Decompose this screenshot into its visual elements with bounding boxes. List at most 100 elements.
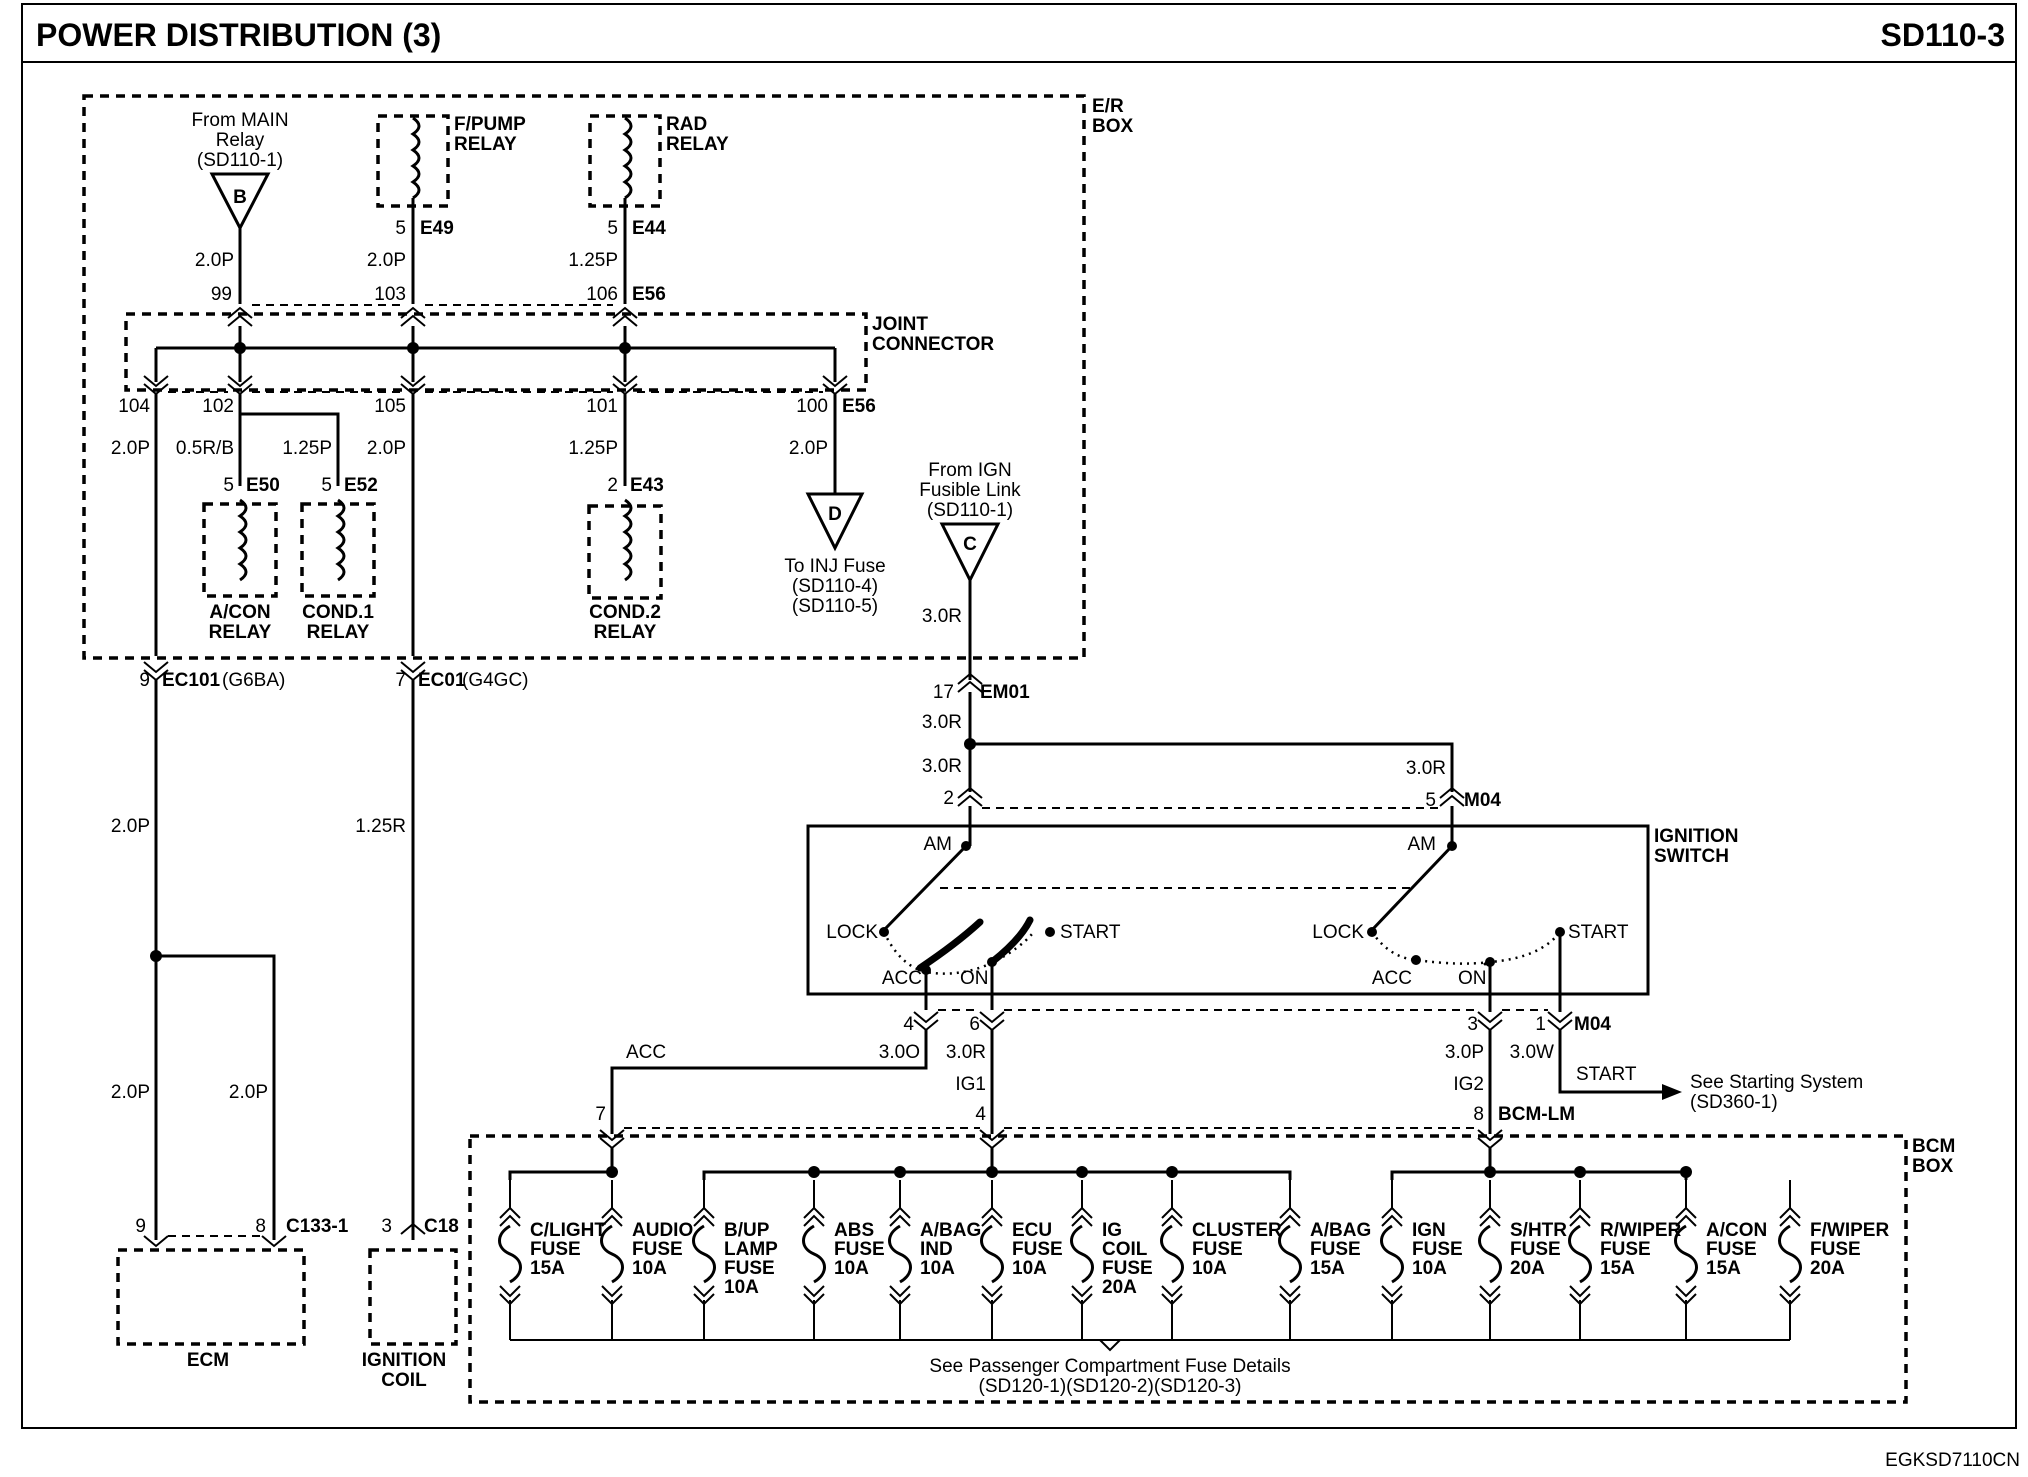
- fuse-bottom-terminal: [693, 1285, 715, 1340]
- cond2-relay-coil: [622, 498, 633, 582]
- wire-102: [238, 394, 340, 486]
- fuse-9-label-3: 15A: [1310, 1258, 1345, 1279]
- wire-ecm-8: [156, 954, 276, 1240]
- starting-system-line-2: (SD360-1): [1690, 1092, 1778, 1113]
- ecm-box: [116, 1248, 306, 1346]
- connector-chevron-ig2: [1477, 1011, 1503, 1032]
- connector-chevron-start: [1547, 1011, 1573, 1032]
- fuse-top-terminal: [803, 1180, 825, 1227]
- fuse-2-label-2: FUSE: [632, 1239, 683, 1260]
- pin-8-c133: 8: [255, 1216, 266, 1237]
- wire-106-spec: 1.25P: [568, 250, 618, 271]
- ignition-switch-label-1: IGNITION: [1654, 826, 1738, 847]
- pin-2-e43: 2: [607, 475, 618, 496]
- source-d-letter: D: [828, 504, 842, 525]
- fuse-2-label-3: 10A: [632, 1258, 667, 1279]
- acon-relay-coil: [237, 498, 248, 582]
- fuse-element-icon: [1674, 1224, 1698, 1284]
- switch2-lock: LOCK: [1312, 922, 1364, 943]
- switch1-start-node: [1045, 927, 1055, 937]
- pin-8-bcm: 8: [1473, 1104, 1484, 1125]
- wire-ignition-coil-spec: 1.25R: [355, 816, 406, 837]
- fuse-3-label-4: 10A: [724, 1277, 759, 1298]
- wire-ecm-spec-1: 2.0P: [111, 816, 150, 837]
- fuse-group: C/LIGHTFUSE15AAUDIOFUSE10AB/UPLAMPFUSE10…: [498, 1166, 1889, 1340]
- source-b-triangle: [209, 172, 271, 232]
- fuse-1-label-3: 15A: [530, 1258, 565, 1279]
- connector-chevron-ecm-9: [143, 1235, 169, 1248]
- fuse-top-terminal: [601, 1180, 623, 1227]
- fuse-element-icon: [888, 1224, 912, 1284]
- connector-e44: E44: [632, 218, 666, 239]
- joint-connector-box: [124, 312, 868, 392]
- fuse-7-label-2: COIL: [1102, 1239, 1148, 1260]
- pin-4-bcm: 4: [975, 1104, 986, 1125]
- fuse-element-icon: [1160, 1224, 1184, 1284]
- connector-chevron-99: [227, 306, 253, 327]
- connector-chevron-103: [400, 306, 426, 327]
- pin-17-em01: 17: [933, 682, 954, 703]
- pin-3-m04: 3: [1467, 1014, 1478, 1035]
- connector-m04-bottom: M04: [1574, 1014, 1611, 1035]
- switch1-outputs: [924, 962, 994, 1010]
- joint-bus-outputs: [154, 348, 837, 382]
- joint-connector-label-2: CONNECTOR: [872, 334, 994, 355]
- fuse-3-label-1: B/UP: [724, 1220, 770, 1241]
- cond2-relay-label-1: COND.2: [589, 602, 661, 623]
- connector-e49: E49: [420, 218, 454, 239]
- fuse-element-icon: [1478, 1224, 1502, 1284]
- connector-e56-top: E56: [632, 284, 666, 305]
- fuse-6-label-1: ECU: [1012, 1220, 1052, 1241]
- fuse-feed-node: [986, 1166, 998, 1178]
- rad-relay-label-1: RAD: [666, 114, 707, 135]
- start-arrow-icon: [1662, 1084, 1682, 1100]
- fuse-13-label-2: FUSE: [1706, 1239, 1757, 1260]
- wire-acc: [610, 1030, 928, 1134]
- connector-chevron-m04-2: [957, 786, 983, 807]
- pin-100: 100: [796, 396, 828, 417]
- fuse-top-terminal: [1569, 1180, 1591, 1227]
- fuse-element-icon: [498, 1224, 522, 1284]
- fuse-14-label-3: 20A: [1810, 1258, 1845, 1279]
- pin-7-bcm: 7: [595, 1104, 606, 1125]
- circuit-acc: ACC: [626, 1042, 666, 1063]
- connector-chevron-106: [612, 306, 638, 327]
- fuse-top-terminal: [1279, 1180, 1301, 1227]
- fuse-bottom-terminal: [889, 1285, 911, 1340]
- wire-105-spec: 2.0P: [367, 438, 406, 459]
- wire-em01-out-spec: 3.0R: [922, 712, 962, 733]
- connector-e52: E52: [344, 475, 378, 496]
- fuse-bottom-terminal: [601, 1285, 623, 1340]
- fuse-8-label-3: 10A: [1192, 1258, 1227, 1279]
- wire-104-spec: 2.0P: [111, 438, 150, 459]
- er-box-label-2: BOX: [1092, 116, 1134, 137]
- fuse-element-icon: [980, 1224, 1004, 1284]
- ign-link-line-1: From IGN: [928, 460, 1011, 481]
- switch1-on: ON: [960, 968, 989, 989]
- connector-chevron-em01: [957, 672, 983, 693]
- pin-99: 99: [211, 284, 232, 305]
- fpump-relay-box: [376, 114, 450, 208]
- pin-5-e49: 5: [395, 218, 406, 239]
- fuse-top-terminal: [1381, 1180, 1403, 1227]
- ignition-coil-box: [368, 1248, 458, 1346]
- fuse-5-label-2: IND: [920, 1239, 953, 1260]
- fuse-element-icon: [1568, 1224, 1592, 1284]
- fuse-10-label-1: IGN: [1412, 1220, 1446, 1241]
- fuse-top-terminal: [1071, 1180, 1093, 1227]
- bus-acc: [508, 1170, 612, 1180]
- fuse-bottom-terminal: [1479, 1285, 1501, 1340]
- fuse-bottom-terminal: [1779, 1285, 1801, 1340]
- cond1-relay-coil: [335, 498, 346, 582]
- fuse-9-label-1: A/BAG: [1310, 1220, 1371, 1241]
- circuit-ig2: IG2: [1453, 1074, 1484, 1095]
- connector-c18: C18: [424, 1216, 459, 1237]
